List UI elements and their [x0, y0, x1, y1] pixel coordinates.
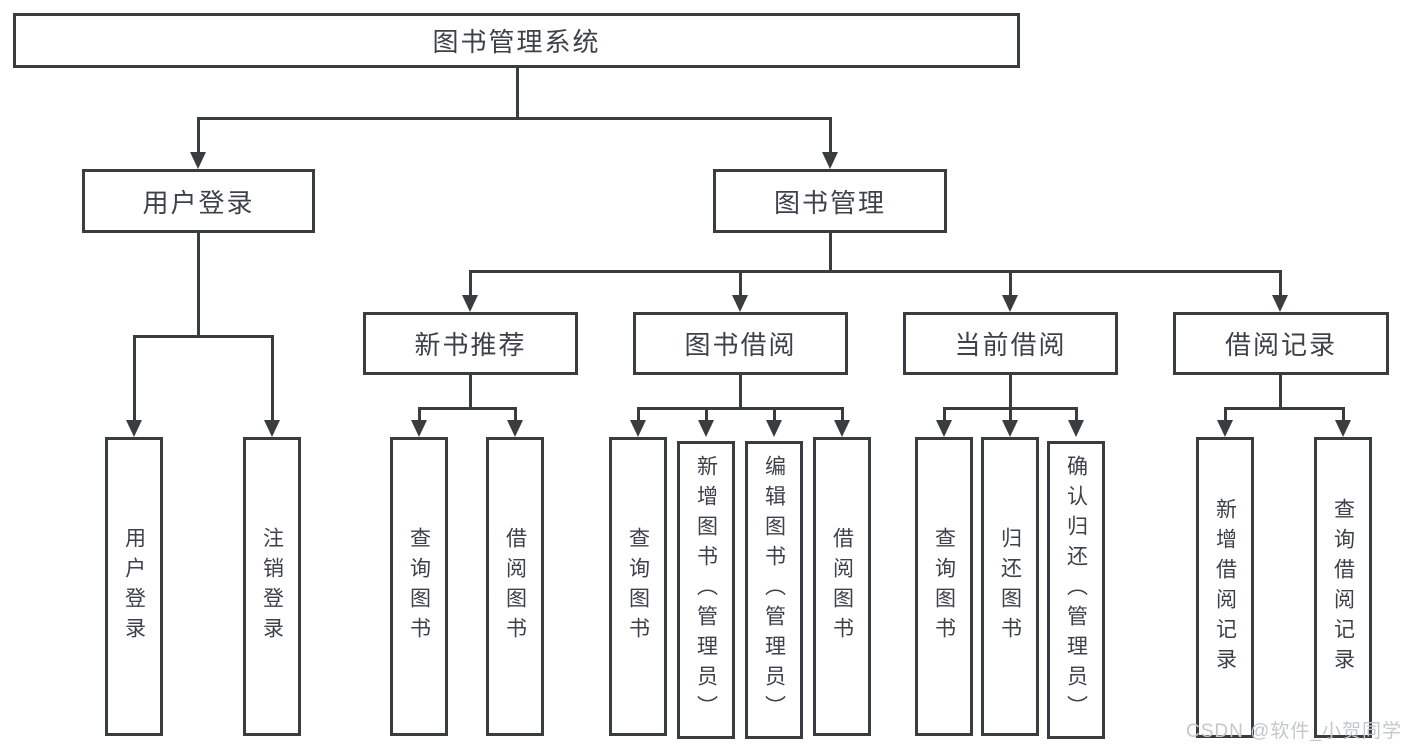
arrow-down-icon [507, 420, 523, 437]
leaf-label: 新增借阅记录 [1213, 497, 1237, 678]
connector-stub-book-mgmt [829, 117, 832, 155]
connector-borrow-record-branch [1224, 407, 1345, 410]
leaf-edit-books-admin: 编辑图书（管理员） [745, 441, 803, 739]
leaf-label: 查询图书 [407, 526, 431, 647]
connector-level1-branch [197, 117, 832, 120]
node-user-login: 用户登录 [82, 169, 315, 233]
connector-book-borrow-trunk [739, 375, 742, 410]
leaf-label: 编辑图书（管理员） [762, 455, 786, 725]
connector-borrow-record-trunk [1279, 375, 1282, 410]
arrow-down-icon [462, 295, 478, 312]
leaf-user-login: 用户登录 [105, 437, 163, 736]
arrow-down-icon [411, 420, 427, 437]
arrow-down-icon [936, 420, 952, 437]
arrow-down-icon [766, 420, 782, 437]
connector-stub-leaf [1342, 407, 1345, 424]
connector-new-book-trunk [469, 375, 472, 410]
connector-level3-branch [469, 270, 1282, 273]
arrow-down-icon [698, 420, 714, 437]
arrow-down-icon [1335, 420, 1351, 437]
connector-stub-current-borrow [1009, 270, 1012, 300]
leaf-label: 查询图书 [932, 526, 956, 647]
leaf-borrow-books: 借阅图书 [813, 437, 871, 736]
connector-stub-leaf [1075, 407, 1078, 424]
connector-stub-borrow-record [1279, 270, 1282, 300]
leaf-add-books-admin: 新增图书（管理员） [677, 441, 735, 739]
leaf-return-books: 归还图书 [981, 437, 1039, 736]
connector-stub-leaf [705, 407, 708, 424]
connector-new-book-branch [418, 407, 517, 410]
connector-stub-leaf [1009, 407, 1012, 424]
leaf-borrow-books-newbook: 借阅图书 [486, 437, 544, 736]
connector-stub-user-login [197, 117, 200, 155]
leaf-label: 查询图书 [626, 526, 650, 647]
leaf-query-books-newbook: 查询图书 [390, 437, 448, 736]
connector-stub-leaf [271, 335, 274, 423]
leaf-label: 借阅图书 [830, 526, 854, 647]
arrow-down-icon [126, 420, 142, 437]
connector-book-borrow-branch [637, 407, 844, 410]
csdn-watermark: CSDN @软件_小贺同学 [1186, 721, 1402, 742]
connector-stub-leaf [133, 335, 136, 423]
leaf-query-borrow-record: 查询借阅记录 [1314, 437, 1372, 738]
leaf-label: 借阅图书 [503, 526, 527, 647]
arrow-down-icon [1272, 295, 1288, 312]
arrow-down-icon [1217, 420, 1233, 437]
connector-stub-leaf [637, 407, 640, 424]
arrow-down-icon [264, 420, 280, 437]
arrow-down-icon [834, 420, 850, 437]
connector-stub-new-book [469, 270, 472, 300]
arrow-down-icon [1068, 420, 1084, 437]
connector-root-trunk [516, 68, 519, 120]
connector-stub-leaf [943, 407, 946, 424]
connector-stub-leaf [418, 407, 421, 424]
node-book-borrow: 图书借阅 [633, 312, 848, 375]
connector-stub-leaf [773, 407, 776, 424]
arrow-down-icon [822, 152, 838, 169]
leaf-confirm-return-admin: 确认归还（管理员） [1047, 441, 1105, 739]
leaf-label: 确认归还（管理员） [1064, 455, 1088, 725]
connector-user-login-trunk [197, 233, 200, 338]
leaf-label: 归还图书 [998, 526, 1022, 647]
connector-stub-leaf [1224, 407, 1227, 424]
connector-stub-leaf [841, 407, 844, 424]
connector-stub-leaf [514, 407, 517, 424]
node-root: 图书管理系统 [13, 13, 1020, 68]
leaf-query-books-current: 查询图书 [915, 437, 973, 736]
connector-user-login-branch [133, 335, 274, 338]
leaf-label: 用户登录 [122, 526, 146, 647]
leaf-label: 新增图书（管理员） [694, 455, 718, 725]
arrow-down-icon [1002, 295, 1018, 312]
arrow-down-icon [1002, 420, 1018, 437]
arrow-down-icon [190, 152, 206, 169]
arrow-down-icon [732, 295, 748, 312]
leaf-label: 注销登录 [260, 526, 284, 647]
leaf-label: 查询借阅记录 [1331, 497, 1355, 678]
connector-stub-book-borrow [739, 270, 742, 300]
leaf-add-borrow-record: 新增借阅记录 [1196, 437, 1254, 738]
connector-current-borrow-trunk [1009, 375, 1012, 410]
arrow-down-icon [630, 420, 646, 437]
node-new-book-recommend: 新书推荐 [363, 312, 578, 375]
node-borrow-record: 借阅记录 [1173, 312, 1389, 375]
connector-book-mgmt-trunk [829, 233, 832, 273]
node-book-management: 图书管理 [713, 169, 947, 233]
leaf-query-books-borrow: 查询图书 [609, 437, 667, 736]
leaf-logout: 注销登录 [243, 437, 301, 736]
node-current-borrow: 当前借阅 [903, 312, 1118, 375]
